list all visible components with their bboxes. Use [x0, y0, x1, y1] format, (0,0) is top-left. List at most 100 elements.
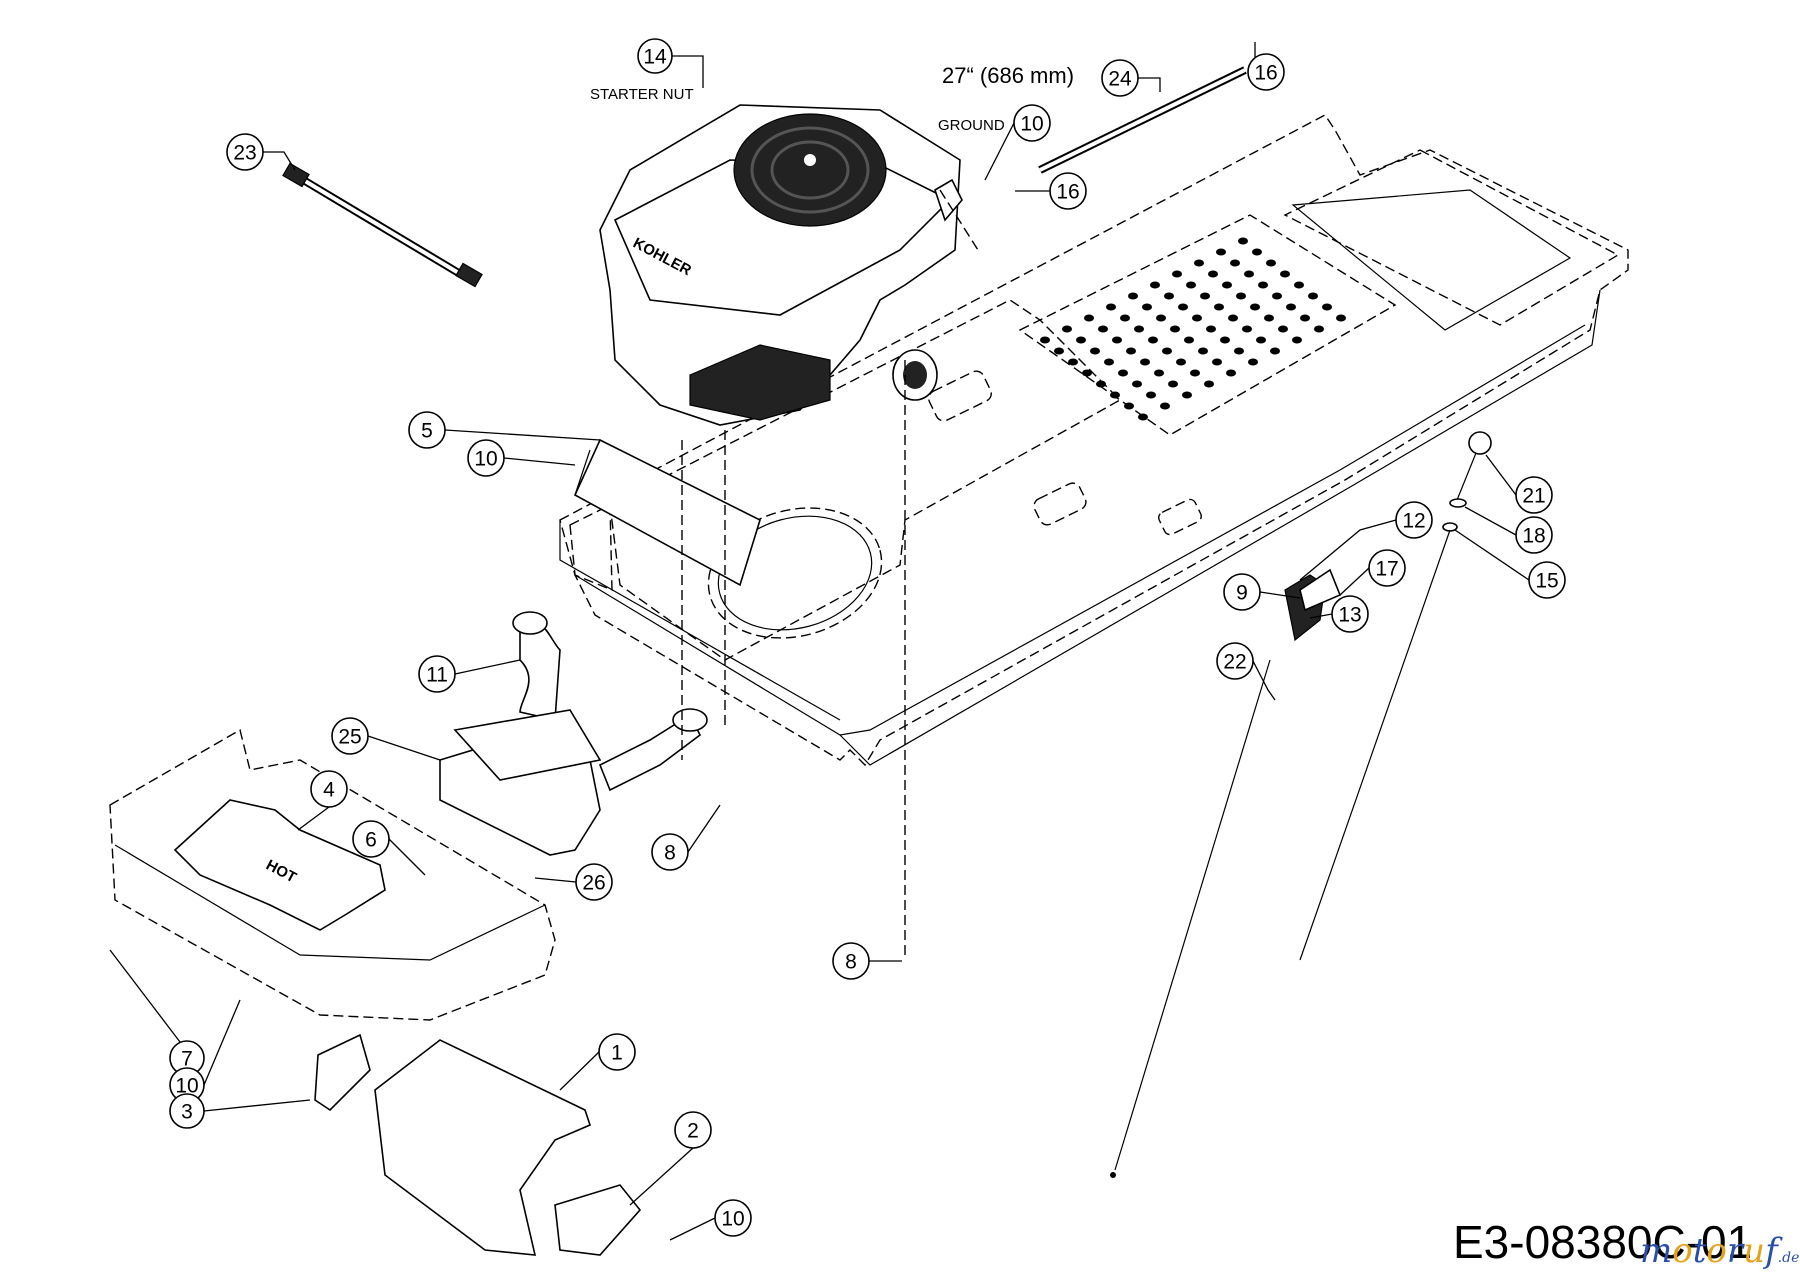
vent-hole [1192, 314, 1202, 322]
callout-10: 10 [467, 439, 576, 477]
callout-number: 5 [421, 420, 433, 443]
callout-circle [832, 942, 870, 980]
vent-hole [1110, 391, 1120, 399]
vent-hole [1178, 303, 1188, 311]
callout-14: 14 [637, 38, 704, 88]
callout-15: 15 [1454, 529, 1566, 599]
callout-circle [598, 1033, 636, 1071]
vent-hole [1184, 336, 1194, 344]
callout-9: 9 [1223, 573, 1301, 611]
leader-line [263, 151, 296, 171]
callout-number: 4 [323, 779, 335, 802]
vent-hole [1214, 303, 1224, 311]
vent-hole [1164, 292, 1174, 300]
callout-3: 3 [169, 1093, 311, 1129]
vent-hole [1300, 314, 1310, 322]
callout-12: 12 [1299, 501, 1433, 581]
leader-line [534, 877, 577, 883]
callout-circle [226, 133, 264, 171]
callout-number: 25 [338, 726, 361, 749]
leader-line [1454, 529, 1530, 581]
fuel-line [282, 162, 483, 288]
callout-11: 11 [418, 655, 521, 693]
vent-hole [1138, 413, 1148, 421]
dipstick-assembly [1299, 431, 1492, 961]
vent-hole [1294, 281, 1304, 289]
vent-hole [1314, 325, 1324, 333]
leader-line [1485, 454, 1517, 496]
vent-hole [1172, 270, 1182, 278]
callout-6: 6 [352, 820, 426, 876]
callout-circle [408, 411, 446, 449]
callout-circle [651, 833, 689, 871]
engine: KOHLER [599, 104, 963, 426]
callout-25: 25 [331, 717, 441, 761]
vent-hole [1150, 281, 1160, 289]
leader-line [687, 804, 721, 853]
callout-circle [1049, 172, 1087, 210]
throttle-control [1110, 568, 1342, 1178]
cable [1038, 66, 1247, 174]
vent-hole [1054, 347, 1064, 355]
watermark-logo: motoruf.de [1640, 1231, 1799, 1271]
ground-label: GROUND [938, 117, 1005, 134]
vent-hole [1142, 303, 1152, 311]
vent-hole [1040, 336, 1050, 344]
vent-hole [1156, 314, 1166, 322]
vent-hole [1270, 347, 1280, 355]
callout-1: 1 [559, 1033, 636, 1091]
callout-number: 13 [1338, 604, 1361, 627]
vent-hole [1068, 358, 1078, 366]
callout-circle [1101, 59, 1139, 97]
vent-hole [1264, 314, 1274, 322]
callout-17: 17 [1339, 549, 1406, 596]
leader-line [388, 838, 426, 876]
vent-hole [1292, 336, 1302, 344]
vent-hole [1084, 314, 1094, 322]
muffler [439, 611, 708, 856]
callout-circle [1515, 476, 1553, 514]
vent-hole [1106, 303, 1116, 311]
callout-circle [674, 1111, 712, 1149]
callout-4: 4 [297, 770, 348, 831]
vent-hole [1134, 325, 1144, 333]
callout-number: 12 [1402, 510, 1425, 533]
leader-line [559, 1051, 600, 1091]
callout-number: 10 [1020, 113, 1043, 136]
callout-8: 8 [832, 942, 902, 980]
callout-number: 11 [426, 664, 448, 687]
vent-hole [1206, 325, 1216, 333]
callout-10: 10 [669, 1199, 752, 1241]
callout-number: 10 [721, 1208, 744, 1231]
callout-number: 2 [687, 1120, 699, 1143]
vent-hole [1112, 336, 1122, 344]
callout-number: 14 [643, 46, 667, 69]
callout-circle [637, 38, 673, 74]
vent-hole [1176, 358, 1186, 366]
callout-number: 8 [845, 951, 857, 974]
callout-circle [418, 655, 456, 693]
callout-number: 26 [582, 872, 605, 895]
callout-number: 8 [664, 842, 676, 865]
leader-line [1138, 77, 1161, 92]
vent-hole [1148, 336, 1158, 344]
vent-hole [1286, 303, 1296, 311]
leader-line [1252, 660, 1276, 701]
vent-hole [1266, 259, 1276, 267]
vent-hole [1128, 292, 1138, 300]
vent-hole [1154, 369, 1164, 377]
callout-number: 9 [1236, 582, 1248, 605]
callout-23: 23 [226, 133, 296, 171]
lower-shield [314, 1033, 642, 1256]
vent-hole [1132, 380, 1142, 388]
callout-circle [169, 1093, 205, 1129]
callout-circle [1013, 104, 1051, 142]
vent-hole [1308, 292, 1318, 300]
callout-number: 6 [365, 829, 377, 852]
vent-hole [1258, 281, 1268, 289]
heat-shield [573, 438, 761, 587]
callout-circle [1368, 549, 1406, 587]
vent-hole [1250, 303, 1260, 311]
vent-hole [1280, 270, 1290, 278]
